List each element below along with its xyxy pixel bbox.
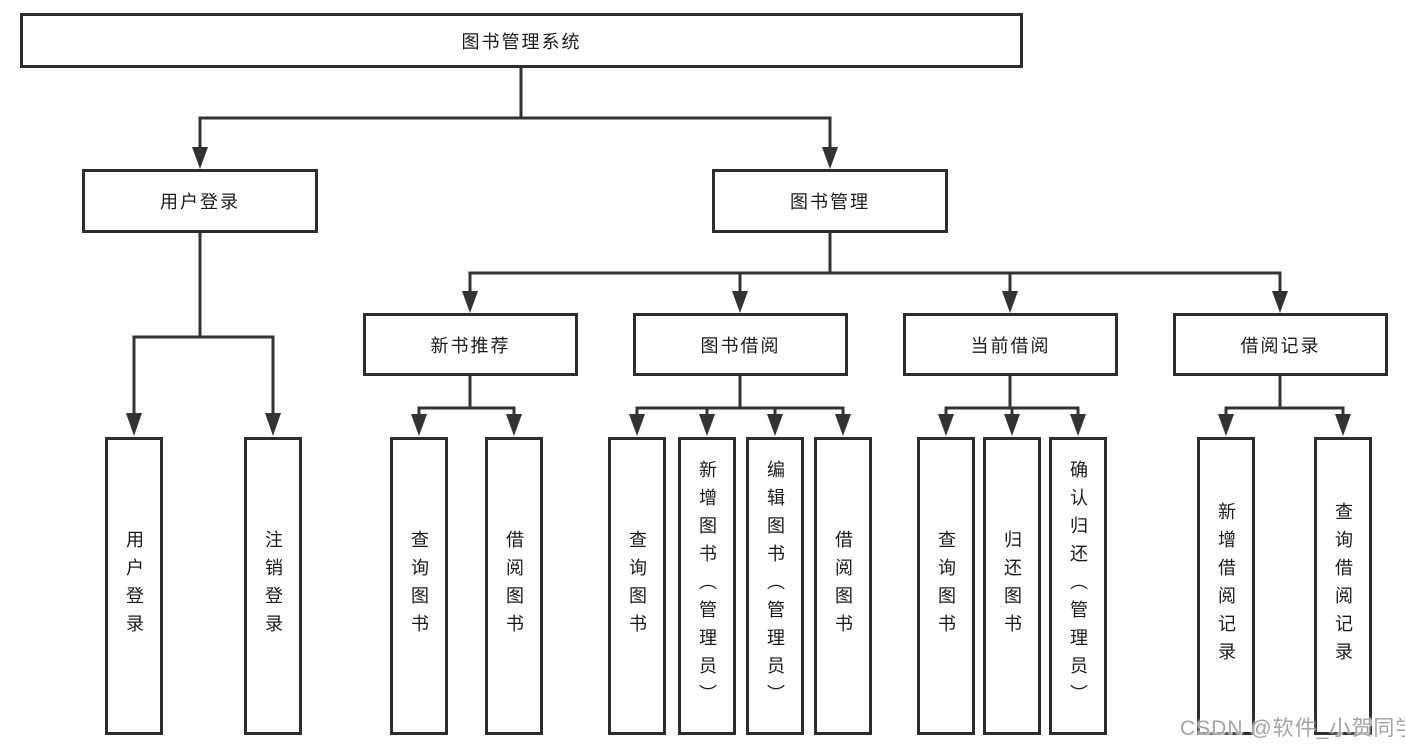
node-leaf-user-login: 用户登录 [105,437,163,735]
node-user-login: 用户登录 [82,169,318,233]
connector-root [192,68,838,169]
node-leaf-query-books-1: 查询图书 [390,437,448,735]
node-label: 图书借阅 [700,335,781,356]
node-borrow-record: 借阅记录 [1173,313,1388,376]
node-label: 编辑图书（管理员） [765,460,785,712]
node-label: 查询图书 [409,530,429,642]
node-label: 注销登录 [263,530,283,642]
node-book-borrow: 图书借阅 [633,313,848,376]
node-label: 用户登录 [160,192,240,212]
connector-book-borrow [629,376,851,436]
node-label: 新书推荐 [430,335,511,356]
connector-borrow-record [1218,376,1351,436]
node-label: 归还图书 [1002,530,1022,642]
connector-user-login [126,233,281,436]
node-label: 借阅图书 [833,530,853,642]
node-label: 用户登录 [124,530,144,642]
node-leaf-confirm-return-admin: 确认归还（管理员） [1049,437,1107,735]
node-label: 图书管理系统 [461,31,582,52]
node-leaf-add-books-admin: 新增图书（管理员） [678,437,736,735]
node-leaf-borrow-books-1: 借阅图书 [485,437,543,735]
connector-book-management [462,233,1288,313]
node-leaf-logout: 注销登录 [244,437,302,735]
node-leaf-return-books: 归还图书 [983,437,1041,735]
csdn-watermark: CSDN @软件_小贺同学 [1180,717,1405,740]
node-label: 图书管理 [790,192,870,212]
node-label: 查询图书 [627,530,647,642]
node-label: 新增借阅记录 [1216,502,1236,670]
node-leaf-query-books-2: 查询图书 [608,437,666,735]
node-library-system-root: 图书管理系统 [20,13,1023,68]
node-leaf-edit-books-admin: 编辑图书（管理员） [746,437,804,735]
node-leaf-query-books-3: 查询图书 [917,437,975,735]
connector-current-borrow [938,376,1086,436]
node-leaf-add-borrow-record: 新增借阅记录 [1197,437,1255,735]
node-label: 查询图书 [936,530,956,642]
node-label: 当前借阅 [970,335,1051,356]
node-book-management: 图书管理 [712,169,948,233]
node-current-borrow: 当前借阅 [903,313,1118,376]
node-label: 借阅记录 [1240,335,1321,356]
node-new-book-recommend: 新书推荐 [363,313,578,376]
node-leaf-borrow-books-2: 借阅图书 [814,437,872,735]
node-label: 新增图书（管理员） [697,460,717,712]
node-label: 借阅图书 [504,530,524,642]
node-label: 确认归还（管理员） [1068,460,1088,712]
connector-new-book [411,376,522,436]
node-label: 查询借阅记录 [1333,502,1353,670]
node-leaf-query-borrow-record: 查询借阅记录 [1314,437,1372,735]
